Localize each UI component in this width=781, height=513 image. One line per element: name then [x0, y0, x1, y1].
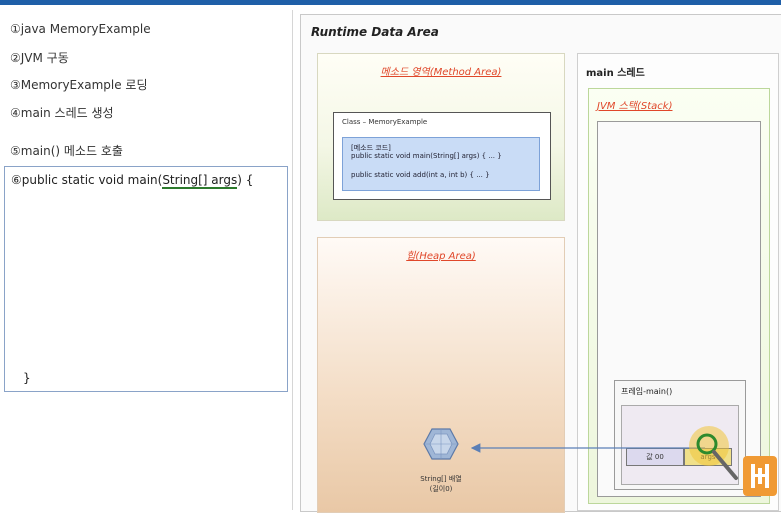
code-closing-brace: } — [23, 371, 31, 385]
hexagon-object-icon — [423, 428, 459, 460]
jvm-stack: JVM 스택(Stack) 프레임-main() 값 00 args — [588, 88, 770, 504]
heap-area: 힙(Heap Area) String[] 배열 (길이0) — [317, 237, 565, 513]
method-main-signature: public static void main(String[] args) {… — [351, 152, 502, 160]
method-area: 메소드 영역(Method Area) Class – MemoryExampl… — [317, 53, 565, 221]
thread-title: main 스레드 — [586, 68, 645, 79]
frame-inner: 값 00 args — [621, 405, 739, 485]
class-box: Class – MemoryExample [메소드 코드] public st… — [333, 112, 551, 200]
bars-icon — [751, 464, 769, 488]
method-add-signature: public static void add(int a, int b) { .… — [351, 171, 490, 179]
heap-area-title: 힙(Heap Area) — [406, 251, 476, 262]
runtime-title: Runtime Data Area — [311, 25, 439, 39]
heap-object-label: String[] 배열 — [420, 475, 462, 483]
method-area-title: 메소드 영역(Method Area) — [380, 67, 502, 78]
method-code-box: [메소드 코드] public static void main(String[… — [342, 137, 540, 191]
method-code-label: [메소드 코드] — [351, 144, 391, 152]
class-title: Class – MemoryExample — [342, 118, 428, 126]
frame-main: 프레임-main() 값 00 args — [614, 380, 746, 490]
frame-title: 프레임-main() — [621, 387, 673, 396]
watermark-logo-icon — [743, 456, 777, 496]
heap-object-sublabel: (길이0) — [429, 485, 453, 493]
code-prefix: ⑥public static void main( — [11, 173, 163, 187]
stack-inner: 프레임-main() 값 00 args — [597, 121, 761, 497]
divider — [292, 10, 293, 510]
local-variable-row: 값 00 args — [626, 448, 734, 466]
main-thread: main 스레드 JVM 스택(Stack) 프레임-main() 값 00 a… — [577, 53, 779, 511]
code-suffix: ) { — [237, 173, 254, 187]
top-bar — [0, 0, 781, 5]
code-line-main: ⑥public static void main(String[] args) … — [11, 173, 254, 189]
runtime-data-area: Runtime Data Area 메소드 영역(Method Area) Cl… — [300, 14, 781, 513]
stack-title: JVM 스택(Stack) — [597, 101, 673, 112]
step-2: ②JVM 구동 — [10, 51, 69, 65]
code-underlined-args: String[] args — [162, 173, 238, 189]
step-3: ③MemoryExample 로딩 — [10, 78, 148, 92]
step-1: ①java MemoryExample — [10, 22, 151, 36]
variable-args-cell: args — [684, 448, 732, 466]
variable-value-cell: 값 00 — [626, 448, 684, 466]
step-4: ④main 스레드 생성 — [10, 106, 114, 120]
code-panel: ⑥public static void main(String[] args) … — [4, 166, 288, 392]
step-5: ⑤main() 메소드 호출 — [10, 144, 123, 158]
